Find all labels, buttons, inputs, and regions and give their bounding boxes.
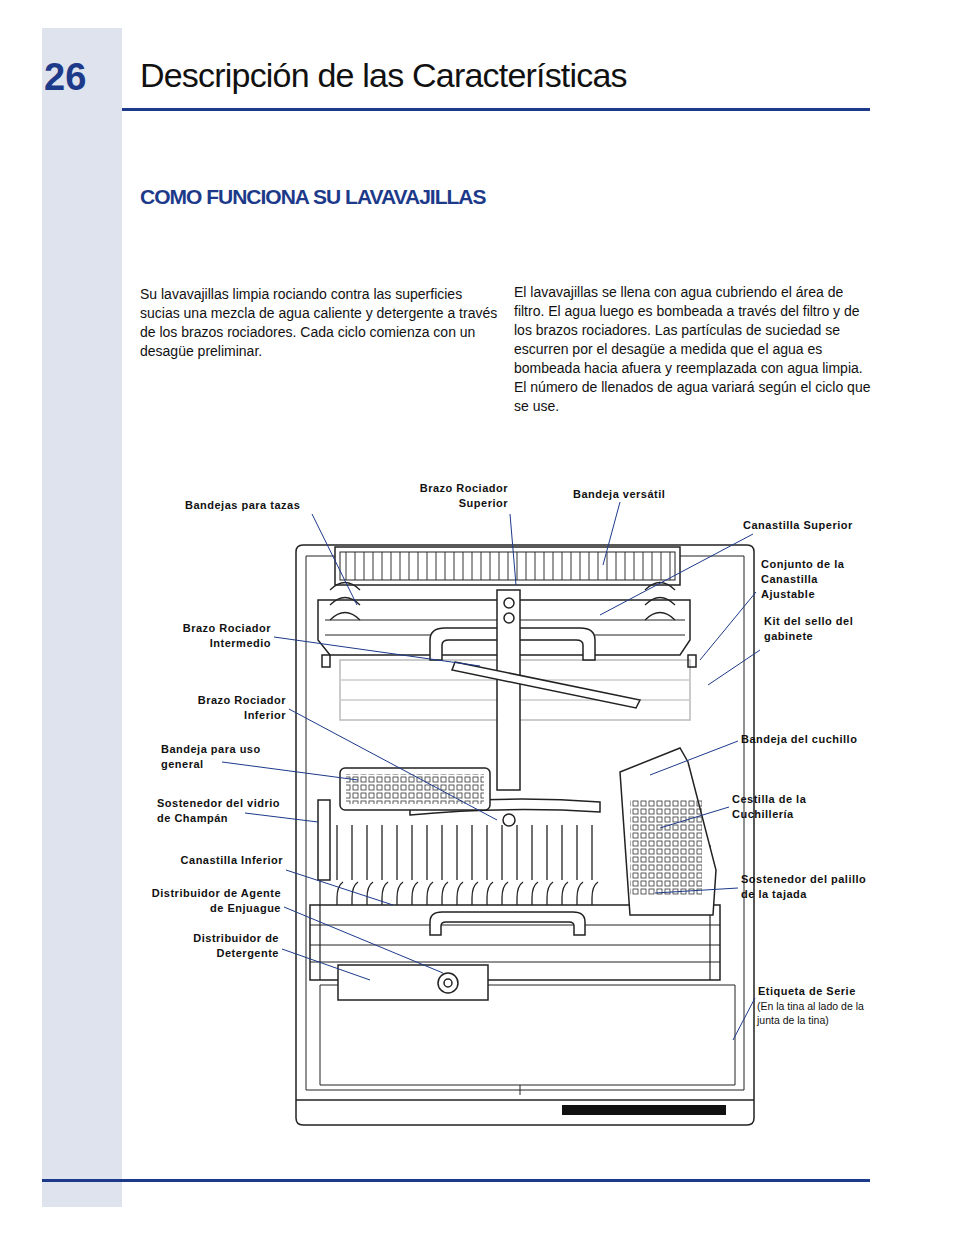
body-paragraph: Su lavavajillas limpia rociando contra l… [140, 285, 502, 361]
callout-label: Brazo Rociador Superior [398, 481, 508, 511]
callout-label: Brazo Rociador Inferior [176, 693, 286, 723]
callout-label: Distribuidor de Agente de Enjuague [141, 886, 281, 916]
callout-label: Sostenedor del vidrio de Champán [157, 796, 297, 826]
callout-label: Bandeja del cuchillo [741, 732, 881, 747]
callout-note: (En la tina al lado de la junta de la ti… [757, 999, 875, 1027]
sidebar-band [42, 28, 122, 1207]
callout-label: Etiqueta de Serie [758, 984, 888, 999]
callout-label: Sostenedor del palillo de la tajada [741, 872, 871, 902]
callout-label: Bandeja versátil [573, 487, 693, 502]
callout-label: Bandeja para uso general [161, 742, 286, 772]
callout-label: Bandejas para tazas [185, 498, 335, 513]
dishwasher-drawing [296, 545, 754, 1125]
header-rule [122, 108, 870, 111]
page-title: Descripción de las Características [140, 55, 627, 95]
callout-label: Distribuidor de Detergente [169, 931, 279, 961]
footer-rule [42, 1179, 870, 1182]
section-heading: COMO FUNCIONA SU LAVAVAJILLAS [140, 184, 486, 210]
leader-lines [222, 502, 760, 1040]
callout-label: Cestilla de la Cuchillería [732, 792, 842, 822]
body-paragraph: El lavavajillas se llena con agua cubrie… [514, 283, 874, 416]
page-number: 26 [44, 55, 86, 99]
callout-label: Canastilla Superior [743, 518, 883, 533]
callout-label: Canastilla Inferior [153, 853, 283, 868]
callout-label: Kit del sello del gabinete [764, 614, 874, 644]
callout-label: Conjunto de la Canastilla Ajustable [761, 557, 861, 602]
callout-label: Brazo Rociador Intermedio [156, 621, 271, 651]
